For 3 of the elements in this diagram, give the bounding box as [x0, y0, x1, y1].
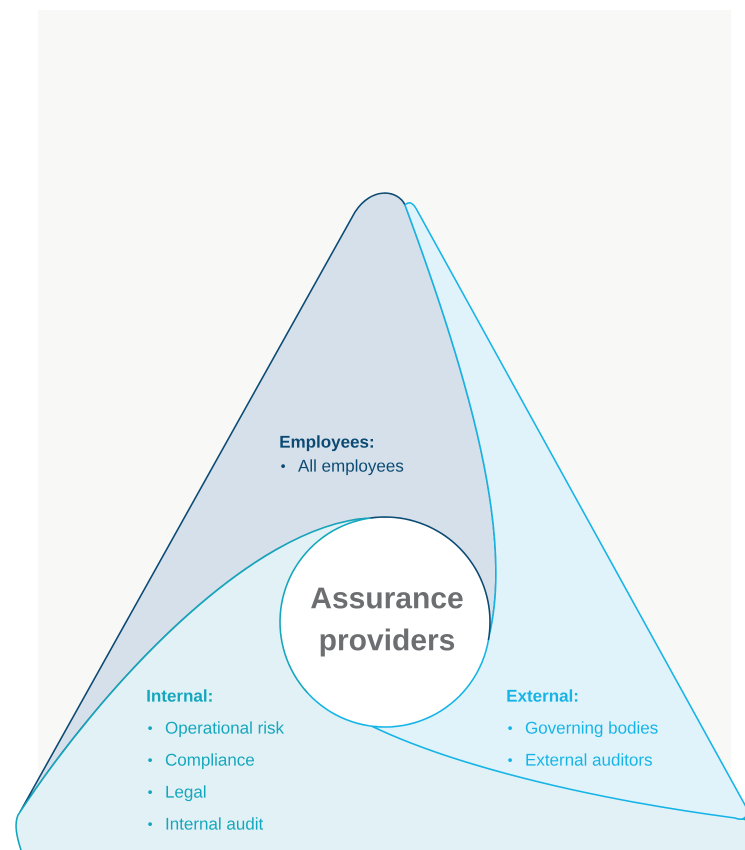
node-label: External auditors: [526, 753, 652, 766]
node-label: Governing bodies: [526, 721, 658, 738]
node-label: External:: [507, 689, 578, 702]
